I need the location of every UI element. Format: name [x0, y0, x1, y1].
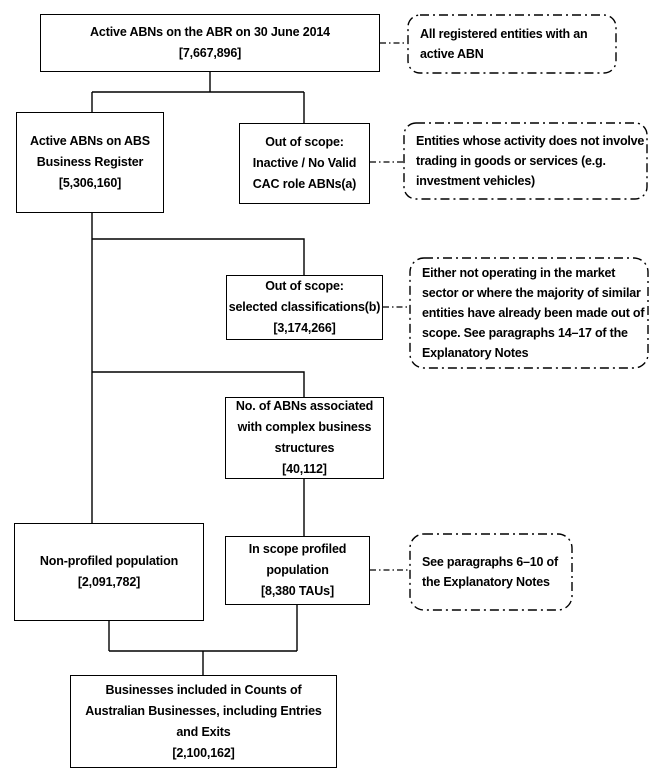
text-line: CAC role ABNs(a)	[252, 177, 357, 191]
text-line: All registered entities with an	[420, 27, 588, 41]
text-line: the Explanatory Notes	[422, 575, 550, 589]
text-line: selected classifications(b)	[228, 300, 381, 314]
text-line: Explanatory Notes	[422, 346, 529, 360]
text-line: Business Register	[36, 155, 144, 169]
text-line: In scope profiled	[248, 542, 347, 556]
text-line: Out of scope:	[265, 279, 344, 293]
text-line: scope. See paragraphs 14–17 of the	[422, 326, 628, 340]
text-line: Active ABNs on the ABR on 30 June 2014	[90, 25, 330, 39]
text-line: [2,100,162]	[172, 745, 235, 760]
text-line: [8,380 TAUs]	[261, 584, 334, 598]
text-line: [40,112]	[282, 462, 327, 476]
callout-out-of-scope-detail: Either not operating in the market sector…	[409, 257, 649, 369]
node-active-abns-abr: Active ABNs on the ABR on 30 June 2014 [7…	[40, 14, 380, 72]
callout-borders	[403, 14, 649, 611]
text-line: Either not operating in the market	[422, 266, 616, 280]
text-line: [7,667,896]	[178, 46, 242, 60]
text-line: Active ABNs on ABS	[29, 134, 150, 148]
node-out-of-scope-classifications: Out of scope: selected classifications(b)…	[226, 275, 383, 340]
callout-registered-entities: All registered entities with an active AB…	[407, 14, 617, 74]
text-line: Businesses included in Counts of	[105, 682, 302, 697]
text-line: Australian Businesses, including Entries	[85, 703, 322, 718]
node-non-profiled-population: Non-profiled population [2,091,782]	[14, 523, 204, 621]
node-abs-business-register: Active ABNs on ABS Business Register [5,30…	[16, 112, 164, 213]
text-line: [3,174,266]	[273, 321, 336, 335]
node-in-scope-profiled-population: In scope profiled population [8,380 TAUs]	[225, 536, 370, 605]
text-line: [2,091,782]	[77, 575, 141, 589]
text-line: See paragraphs 6–10 of	[422, 555, 558, 569]
text-line: and Exits	[176, 724, 231, 739]
text-line: Inactive / No Valid	[252, 156, 357, 170]
callout-no-trading: Entities whose activity does not involve…	[403, 122, 648, 200]
text-line: Entities whose activity does not involve	[416, 134, 645, 148]
callout-link-lines	[370, 42, 409, 571]
node-counts-of-australian-businesses: Businesses included in Counts of Australi…	[70, 675, 337, 768]
text-line: trading in goods or services (e.g.	[416, 154, 606, 168]
text-line: investment vehicles)	[416, 174, 535, 188]
text-line: structures	[274, 441, 335, 455]
text-line: [5,306,160]	[58, 176, 122, 190]
text-line: Non-profiled population	[39, 554, 179, 568]
text-line: active ABN	[420, 47, 484, 61]
solid-connectors	[91, 72, 305, 675]
text-line: population	[266, 563, 329, 577]
callout-see-paragraphs: See paragraphs 6–10 of the Explanatory No…	[409, 533, 573, 611]
text-line: Out of scope:	[265, 135, 344, 149]
text-line: sector or where the majority of similar	[422, 286, 641, 300]
text-line: with complex business	[237, 420, 372, 434]
node-complex-business-structures: No. of ABNs associated with complex busin…	[225, 397, 384, 479]
text-line: entities have already been made out of	[422, 306, 645, 320]
text-line: No. of ABNs associated	[235, 399, 374, 413]
